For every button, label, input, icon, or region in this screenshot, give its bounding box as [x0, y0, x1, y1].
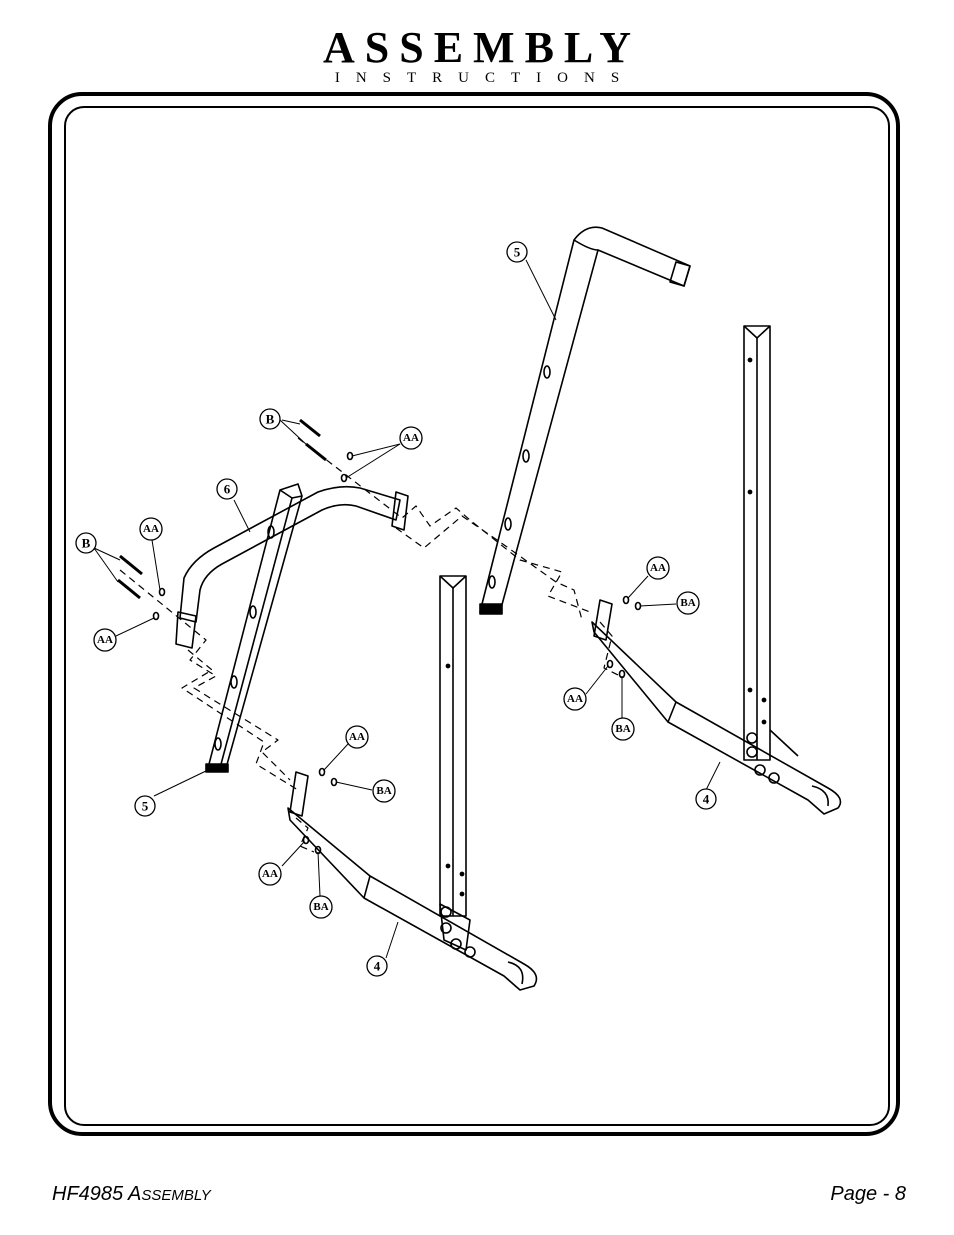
callout-aa-left-top	[139, 517, 163, 541]
callout-ba-right-mid	[611, 717, 635, 741]
center-upright-post	[439, 575, 467, 917]
callout-aa-left-bottom-label: AA	[97, 634, 113, 646]
callout-5-bottom-label: 5	[142, 799, 149, 814]
callout-aa-top	[399, 426, 423, 450]
callout-ba-right-mid-label: BA	[615, 723, 630, 735]
callout-b-top	[259, 408, 281, 430]
callout-ba-center-bottom-label: BA	[313, 901, 328, 913]
page-title: ASSEMBLY	[322, 23, 642, 72]
callout-ba-right-top	[676, 591, 700, 615]
callout-ba-center-bottom	[309, 895, 333, 919]
callout-aa-right-top	[646, 556, 670, 580]
callout-aa-center-bottom	[258, 862, 282, 886]
callout-6	[216, 478, 238, 500]
callout-b-left	[75, 532, 97, 554]
center-base-rail-4	[287, 771, 538, 991]
callout-b-top-label: B	[266, 412, 275, 427]
callout-ba-right-top-label: BA	[680, 597, 695, 609]
callout-5-top	[506, 241, 528, 263]
callout-4-center-label: 4	[374, 959, 381, 974]
callout-aa-left-top-label: AA	[143, 523, 159, 535]
callout-5-bottom	[134, 795, 156, 817]
callout-6-label: 6	[224, 482, 231, 497]
callout-4-right-label: 4	[703, 792, 710, 807]
callout-aa-top-label: AA	[403, 432, 419, 444]
callout-ba-center-top	[372, 779, 396, 803]
callout-5-top-label: 5	[514, 245, 521, 260]
crossbar-part-6	[175, 485, 409, 649]
inner-frame	[64, 106, 890, 1126]
callout-aa-right-mid-label: AA	[567, 693, 583, 705]
callout-b-left-label: B	[82, 536, 91, 551]
callout-aa-right-top-label: AA	[650, 562, 666, 574]
right-base-rail-4	[591, 599, 842, 815]
callout-labels: 5 B AA 6 AA B AA AA BA AA BA 4 AA BA 5 A…	[82, 245, 710, 974]
page-subtitle: INSTRUCTIONS	[334, 70, 636, 86]
footer-document-name: HF4985 ASSEMBLY	[52, 1183, 211, 1206]
callout-aa-right-mid	[563, 687, 587, 711]
hardware-bolts	[117, 418, 642, 855]
callout-aa-center-top	[345, 725, 369, 749]
callout-aa-center-top-label: AA	[349, 731, 365, 743]
callout-4-right	[695, 788, 717, 810]
footer-model: HF4985	[52, 1183, 124, 1205]
footer-doc-first-letter: A	[127, 1183, 142, 1205]
page-number: Page - 8	[830, 1183, 906, 1205]
callout-aa-left-bottom	[93, 628, 117, 652]
right-upright-post	[743, 325, 799, 761]
callout-ba-center-top-label: BA	[376, 785, 391, 797]
callout-4-center	[366, 955, 388, 977]
leader-lines	[93, 259, 721, 959]
callout-circles	[75, 241, 717, 977]
page-header: ASSEMBLY INSTRUCTIONS	[0, 23, 954, 87]
frame-part-5-left	[205, 483, 303, 773]
frame-part-5-right	[479, 226, 691, 615]
callout-aa-center-bottom-label: AA	[262, 868, 278, 880]
footer-doc-rest: SSEMBLY	[141, 1187, 211, 1204]
outer-frame	[48, 92, 900, 1136]
